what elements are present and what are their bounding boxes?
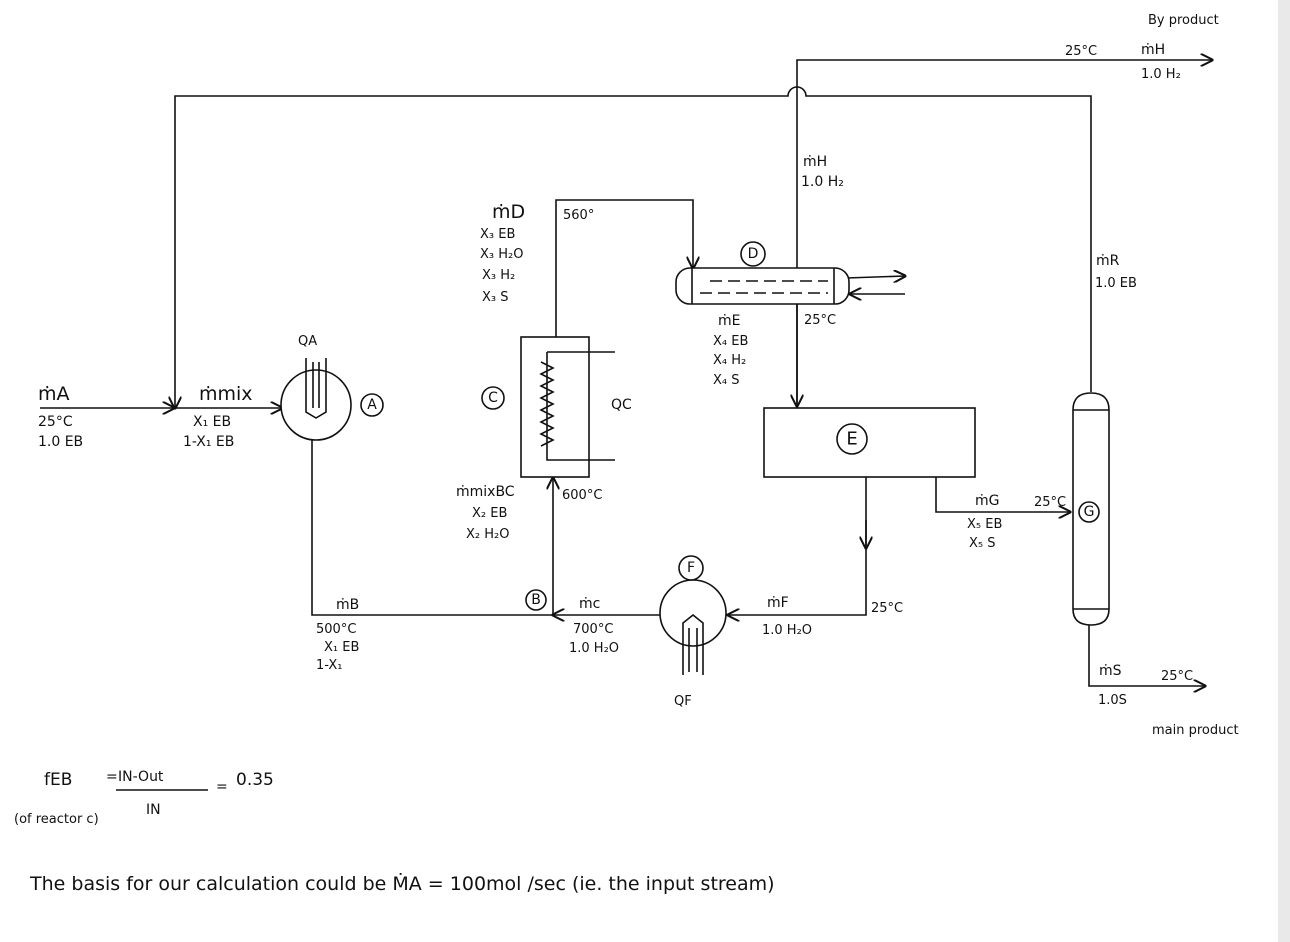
- basis-text: The basis for our calculation could be Ṁ…: [29, 872, 775, 895]
- heat-coil-A-inner: [312, 362, 320, 408]
- stream-mixBC-name: ṁmixBC: [456, 484, 515, 500]
- unit-A-badge: [360, 393, 384, 417]
- unit-E-label: E: [846, 429, 857, 450]
- equation-lhs: fEB: [44, 770, 72, 790]
- stream-B-line-1: 500°C: [316, 622, 356, 637]
- recycle-line: [175, 86, 1092, 408]
- stream-E-name: ṁE: [718, 313, 740, 329]
- stream-H-out-line-1: 1.0 H₂: [1141, 67, 1181, 82]
- unit-C-label: C: [488, 390, 498, 406]
- heat-QA-label: QA: [298, 334, 317, 349]
- stream-G-line-1: X₅ EB: [967, 517, 1002, 532]
- stream-E-line-3: X₄ S: [713, 373, 740, 388]
- stream-D-line-3: X₃ H₂: [482, 268, 515, 283]
- unit-A-label: A: [367, 397, 377, 413]
- unit-F-badge: [678, 555, 704, 581]
- unit-C-badge: [481, 386, 505, 410]
- stream-D-temp: 560°: [563, 208, 594, 223]
- stream-line-F: [728, 477, 867, 615]
- page-edge: [1278, 0, 1290, 942]
- stream-E-temp: 25°C: [804, 313, 836, 328]
- stream-R-line-1: 1.0 EB: [1095, 276, 1137, 291]
- unit-D-condenser: [675, 267, 850, 305]
- stream-line-D: [555, 199, 693, 337]
- heat-coil-F: [682, 613, 704, 675]
- stream-mix-name: ṁmix: [199, 383, 253, 405]
- stream-D-line-2: X₃ H₂O: [480, 247, 523, 262]
- stream-mixBC-temp: 600°C: [562, 488, 602, 503]
- stream-D-line-4: X₃ S: [482, 290, 509, 305]
- stream-S-name: ṁS: [1099, 663, 1122, 679]
- unit-G-label: G: [1084, 504, 1095, 520]
- stream-mixBC-line-1: X₂ EB: [472, 506, 507, 521]
- stream-F-name: ṁF: [767, 595, 789, 611]
- stream-line-H: [796, 60, 1212, 405]
- stream-B-line-2: X₁ EB: [324, 640, 359, 655]
- unit-E-separator: [763, 407, 976, 478]
- equation-denominator: IN: [146, 802, 161, 818]
- stream-E-line-1: X₄ EB: [713, 334, 748, 349]
- stream-B-name: ṁB: [336, 597, 359, 613]
- main-product-note: main product: [1152, 723, 1239, 738]
- stream-R-name: ṁR: [1096, 253, 1120, 269]
- heat-QF-label: QF: [674, 694, 692, 709]
- stream-H-line-1: 1.0 H₂: [801, 174, 844, 190]
- unit-E-badge: [836, 423, 868, 455]
- unit-A-heater: [280, 369, 352, 441]
- unit-B-badge: [525, 589, 547, 611]
- unit-B-label: B: [531, 592, 541, 608]
- equation-eq2: =: [216, 779, 228, 795]
- heat-coil-F-inner: [688, 628, 698, 672]
- stream-G-line-2: X₅ S: [969, 536, 996, 551]
- stream-G-temp: 25°C: [1034, 495, 1066, 510]
- unit-D-label: D: [748, 246, 759, 262]
- stream-line-S: [1088, 625, 1205, 686]
- stream-mix-line-1: X₁ EB: [193, 414, 231, 430]
- stream-G-name: ṁG: [975, 493, 1000, 509]
- unit-F-label: F: [687, 560, 695, 576]
- heat-QC-label: QC: [611, 397, 632, 413]
- stream-S-line-1: 1.0S: [1098, 693, 1127, 708]
- stream-line-G: [935, 477, 1070, 512]
- equation-value: 0.35: [236, 770, 274, 790]
- stream-F-line-1: 1.0 H₂O: [762, 623, 812, 638]
- stream-H-out-name: ṁH: [1141, 42, 1165, 58]
- stream-S-temp: 25°C: [1161, 669, 1193, 684]
- stream-D-line-1: X₃ EB: [480, 227, 515, 242]
- stream-A-line-2: 1.0 EB: [38, 434, 83, 450]
- stream-C-name: ṁc: [579, 596, 600, 612]
- stream-C-line-1: 700°C: [573, 622, 613, 637]
- coolant-out: [845, 276, 905, 278]
- stream-B-line-3: 1-X₁: [316, 658, 342, 673]
- stream-D-name: ṁD: [492, 201, 525, 223]
- reactor-C-coil: [539, 351, 615, 461]
- stream-mix-line-2: 1-X₁ EB: [183, 434, 234, 450]
- unit-D-badge: [740, 241, 766, 267]
- stream-A-line-1: 25°C: [38, 414, 73, 430]
- stream-H-name: ṁH: [803, 154, 827, 170]
- stream-E-line-2: X₄ H₂: [713, 353, 746, 368]
- equation-note: (of reactor c): [14, 812, 99, 827]
- equation-eq1: =: [106, 769, 118, 785]
- stream-H-out-temp: 25°C: [1065, 44, 1097, 59]
- stream-A-name: ṁA: [38, 383, 70, 405]
- stream-mixBC-line-2: X₂ H₂O: [466, 527, 509, 542]
- by-product-note: By product: [1148, 13, 1219, 28]
- unit-G-badge: [1078, 501, 1100, 523]
- stream-C-line-2: 1.0 H₂O: [569, 641, 619, 656]
- equation-numerator: IN-Out: [118, 769, 164, 785]
- unit-C-reactor: [520, 336, 590, 478]
- unit-F-heater: [659, 579, 727, 647]
- stream-F-temp: 25°C: [871, 601, 903, 616]
- heat-coil-A: [305, 358, 327, 419]
- stream-line-B: [311, 440, 553, 616]
